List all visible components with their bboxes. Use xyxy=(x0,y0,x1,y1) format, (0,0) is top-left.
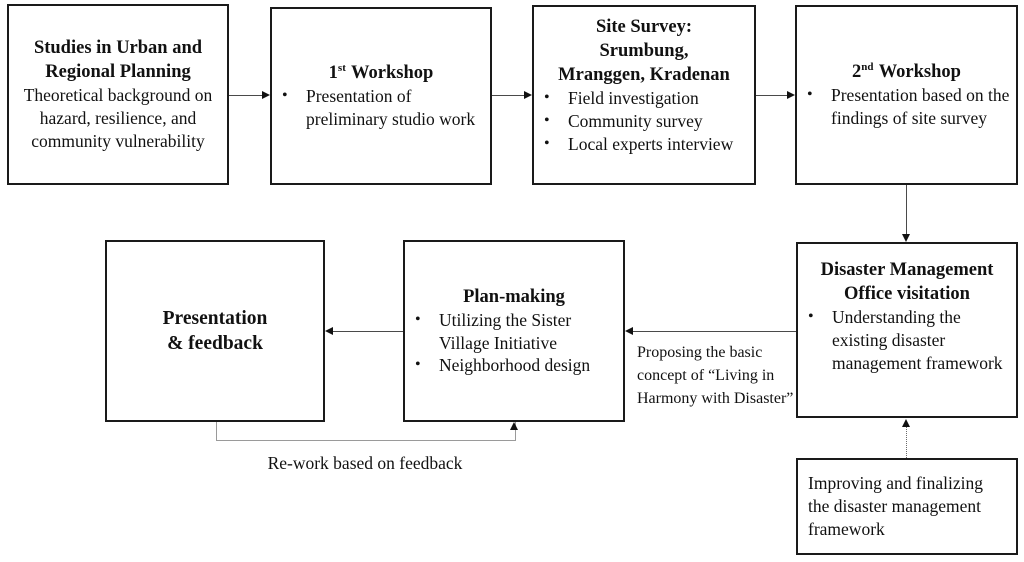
box-title: 1st Workshop xyxy=(272,61,490,85)
bullet-text: Field investigation xyxy=(568,88,699,109)
bullet-text: Presentation of preliminary studio work xyxy=(306,86,476,130)
title-text: Workshop xyxy=(351,63,434,84)
arrowhead-right-icon xyxy=(524,91,532,99)
title-line: Office visitation xyxy=(844,284,970,305)
box-presentation-feedback: Presentation & feedback xyxy=(105,240,325,422)
title-line: Regional Planning xyxy=(45,62,191,83)
dotted-arrow-line-improving-to-disaster xyxy=(906,427,907,458)
box-site-survey: Site Survey: Srumbung, Mranggen, Kradena… xyxy=(532,5,756,185)
bullet-item: • Understanding the existing disaster ma… xyxy=(806,306,1014,374)
bullet-text: Community survey xyxy=(568,110,703,131)
box-title: Disaster Management Office visitation xyxy=(798,258,1016,306)
bullet-list: • Understanding the existing disaster ma… xyxy=(798,306,1016,374)
box-subtitle: Theoretical background on hazard, resili… xyxy=(23,85,213,151)
bullet-text: Neighborhood design xyxy=(439,355,591,376)
arrowhead-down-icon xyxy=(902,234,910,242)
bullet-item: • Presentation of preliminary studio wor… xyxy=(280,85,488,131)
title-line: Srumbung, xyxy=(599,41,689,62)
bullet-icon: • xyxy=(807,86,813,104)
arrowhead-up-icon xyxy=(902,419,910,427)
arrowhead-right-icon xyxy=(262,91,270,99)
title-ordinal-suffix: st xyxy=(337,62,346,75)
bullet-item: • Presentation based on the findings of … xyxy=(805,84,1014,130)
box-title: Studies in Urban and Regional Planning xyxy=(13,36,223,84)
bullet-list: • Utilizing the Sister Village Initiativ… xyxy=(405,309,623,377)
arrow-line-workshop1-to-survey xyxy=(492,95,525,96)
bullet-list: • Presentation based on the findings of … xyxy=(797,84,1016,130)
box-studies-urban-regional-planning: Studies in Urban and Regional Planning T… xyxy=(7,4,229,185)
title-line: Disaster Management xyxy=(820,260,994,280)
bullet-text: Utilizing the Sister Village Initiative xyxy=(439,309,572,353)
bullet-icon: • xyxy=(544,134,550,152)
box-title: 2nd Workshop xyxy=(797,60,1016,84)
title-ordinal-suffix: nd xyxy=(861,61,874,74)
label-rework-feedback: Re-work based on feedback xyxy=(267,453,463,473)
box-first-workshop: 1st Workshop • Presentation of preliminar… xyxy=(270,7,492,185)
bullet-icon: • xyxy=(544,111,550,129)
title-text: Workshop xyxy=(878,62,961,83)
label-proposing-concept: Proposing the basic concept of “Living i… xyxy=(637,344,794,408)
bullet-list: • Field investigation • Community survey… xyxy=(534,87,754,155)
bullet-icon: • xyxy=(415,356,421,374)
title-line: Presentation xyxy=(162,307,268,329)
title-number: 2 xyxy=(852,62,862,83)
bullet-item: • Community survey xyxy=(542,110,752,133)
title-line: Studies in Urban and xyxy=(33,38,203,59)
box-second-workshop: 2nd Workshop • Presentation based on the … xyxy=(795,5,1018,185)
bullet-item: • Local experts interview xyxy=(542,133,752,156)
arrowhead-left-icon xyxy=(325,327,333,335)
arrow-line-disaster-to-planmaking xyxy=(631,331,796,332)
bullet-text: Presentation based on the findings of si… xyxy=(831,85,1010,129)
box-title: Presentation & feedback xyxy=(107,306,323,357)
bullet-item: • Neighborhood design xyxy=(413,354,621,377)
arrow-line-planmaking-to-presentation xyxy=(331,331,403,332)
bullet-text: Understanding the existing disaster mana… xyxy=(832,307,1003,373)
arrowhead-left-icon xyxy=(625,327,633,335)
feedback-loop-line xyxy=(216,422,516,441)
title-line: & feedback xyxy=(167,333,263,354)
arrow-line-workshop2-to-disaster xyxy=(906,185,907,235)
bullet-icon: • xyxy=(544,89,550,107)
bullet-text: Local experts interview xyxy=(568,133,734,154)
title-number: 1 xyxy=(328,63,338,84)
title-line: Site Survey: xyxy=(595,17,693,37)
bullet-item: • Field investigation xyxy=(542,87,752,110)
box-plan-making: Plan-making • Utilizing the Sister Villa… xyxy=(403,240,625,422)
title-line: Mranggen, Kradenan xyxy=(558,65,730,86)
box-text: Improving and finalizing the disaster ma… xyxy=(808,473,983,539)
bullet-icon: • xyxy=(808,308,814,326)
box-title: Site Survey: Srumbung, Mranggen, Kradena… xyxy=(534,15,754,87)
bullet-icon: • xyxy=(415,310,421,328)
box-improving-framework: Improving and finalizing the disaster ma… xyxy=(796,458,1018,555)
box-disaster-management-office: Disaster Management Office visitation • … xyxy=(796,242,1018,418)
bullet-list: • Presentation of preliminary studio wor… xyxy=(272,85,490,131)
bullet-icon: • xyxy=(282,87,288,105)
arrowhead-up-icon xyxy=(510,422,518,430)
arrowhead-right-icon xyxy=(787,91,795,99)
arrow-line-survey-to-workshop2 xyxy=(756,95,788,96)
arrow-line-studies-to-workshop1 xyxy=(229,95,263,96)
box-title: Plan-making xyxy=(463,286,565,307)
bullet-item: • Utilizing the Sister Village Initiativ… xyxy=(413,309,621,355)
